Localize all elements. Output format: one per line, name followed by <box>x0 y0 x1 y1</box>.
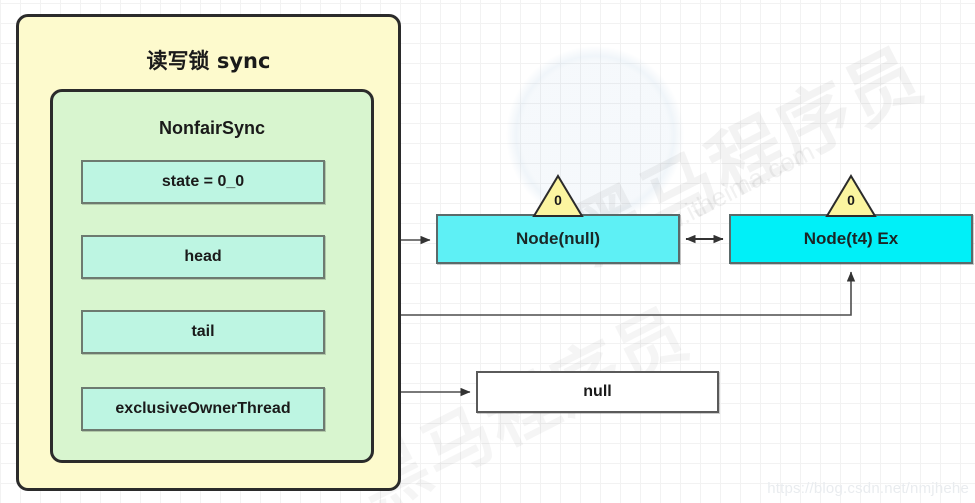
watermark-circle <box>505 45 685 225</box>
watermark-brand: 黑马程序员 www.itheima.com <box>510 0 975 352</box>
field-tail: tail <box>81 310 325 354</box>
nonfairsync-title: NonfairSync <box>158 118 266 138</box>
sync-title: 读写锁 sync <box>146 49 271 73</box>
watermark-blog-url: https://blog.csdn.net/nmjhehe <box>767 480 969 497</box>
owner-value-label: null <box>583 383 612 400</box>
field-head: head <box>81 235 325 279</box>
node-null-label: Node(null) <box>515 229 601 248</box>
waitstatus-value-node-null: 0 <box>554 192 562 208</box>
field-state: state = 0_0 <box>81 160 325 204</box>
waitstatus-badge-node-null: 0 <box>532 174 584 218</box>
owner-value-null: null <box>476 371 719 413</box>
sync-container: 读写锁 sync NonfairSync state = 0_0 head ta… <box>16 14 401 491</box>
waitstatus-badge-node-t4: 0 <box>825 174 877 218</box>
node-null: Node(null) <box>436 214 680 264</box>
node-t4-label: Node(t4) Ex <box>803 229 899 248</box>
field-exclusive-owner-thread: exclusiveOwnerThread <box>81 387 325 431</box>
waitstatus-value-node-t4: 0 <box>847 192 855 208</box>
node-t4: Node(t4) Ex <box>729 214 973 264</box>
